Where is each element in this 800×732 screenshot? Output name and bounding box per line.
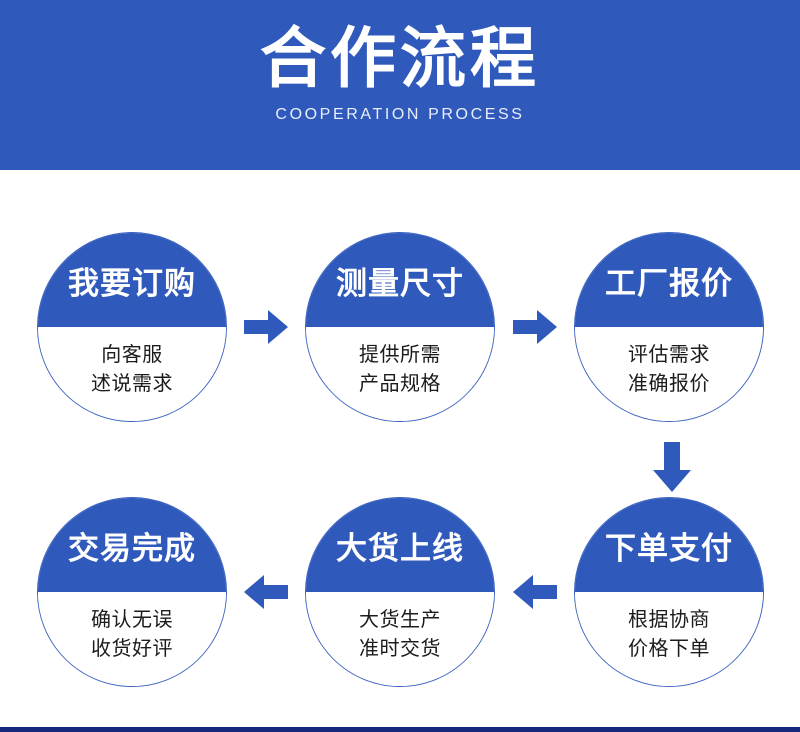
process-step-6[interactable]: 交易完成 确认无误 收货好评 <box>37 497 227 687</box>
process-step-3-header: 工厂报价 <box>575 233 763 327</box>
process-step-5-body: 大货生产 准时交货 <box>306 592 494 686</box>
process-step-5-title: 大货上线 <box>336 530 464 566</box>
process-step-4-header: 下单支付 <box>575 498 763 592</box>
arrow-left-icon-2 <box>244 575 288 609</box>
process-step-2-body: 提供所需 产品规格 <box>306 327 494 421</box>
process-step-4[interactable]: 下单支付 根据协商 价格下单 <box>574 497 764 687</box>
process-step-1-body: 向客服 述说需求 <box>38 327 226 421</box>
process-step-2-desc-line-2: 产品规格 <box>359 373 441 395</box>
process-step-6-desc-line-1: 确认无误 <box>91 609 173 631</box>
process-flow-diagram: 我要订购 向客服 述说需求 测量尺寸 提供所需 产品规格 工厂报价 评估需求 准… <box>0 170 800 727</box>
arrow-right-icon-1 <box>244 310 288 344</box>
process-step-5[interactable]: 大货上线 大货生产 准时交货 <box>305 497 495 687</box>
process-step-6-title: 交易完成 <box>68 530 196 566</box>
process-step-1-desc-line-1: 向客服 <box>101 344 163 366</box>
process-step-3-desc-line-2: 准确报价 <box>628 373 710 395</box>
process-step-3-desc-line-1: 评估需求 <box>628 344 710 366</box>
process-step-6-body: 确认无误 收货好评 <box>38 592 226 686</box>
process-step-5-header: 大货上线 <box>306 498 494 592</box>
process-step-2-desc-line-1: 提供所需 <box>359 344 441 366</box>
process-step-4-desc-line-1: 根据协商 <box>628 609 710 631</box>
process-step-2-title: 测量尺寸 <box>336 265 464 301</box>
page-header: 合作流程 COOPERATION PROCESS <box>0 0 800 170</box>
process-step-6-desc-line-2: 收货好评 <box>91 638 173 660</box>
process-step-4-title: 下单支付 <box>605 530 733 566</box>
page-title: 合作流程 <box>260 21 540 95</box>
page-subtitle: COOPERATION PROCESS <box>275 106 525 123</box>
arrow-down-icon-1 <box>653 442 691 492</box>
process-step-1[interactable]: 我要订购 向客服 述说需求 <box>37 232 227 422</box>
process-step-1-title: 我要订购 <box>68 265 196 301</box>
process-step-4-desc-line-2: 价格下单 <box>628 638 710 660</box>
process-step-3-title: 工厂报价 <box>605 265 733 301</box>
arrow-right-icon-2 <box>513 310 557 344</box>
arrow-left-icon-1 <box>513 575 557 609</box>
footer-accent-bar <box>0 727 800 732</box>
process-step-3-body: 评估需求 准确报价 <box>575 327 763 421</box>
process-step-5-desc-line-2: 准时交货 <box>359 638 441 660</box>
process-step-4-body: 根据协商 价格下单 <box>575 592 763 686</box>
process-step-3[interactable]: 工厂报价 评估需求 准确报价 <box>574 232 764 422</box>
process-step-5-desc-line-1: 大货生产 <box>359 609 441 631</box>
process-step-6-header: 交易完成 <box>38 498 226 592</box>
process-step-2[interactable]: 测量尺寸 提供所需 产品规格 <box>305 232 495 422</box>
process-step-2-header: 测量尺寸 <box>306 233 494 327</box>
process-step-1-desc-line-2: 述说需求 <box>91 373 173 395</box>
process-step-1-header: 我要订购 <box>38 233 226 327</box>
